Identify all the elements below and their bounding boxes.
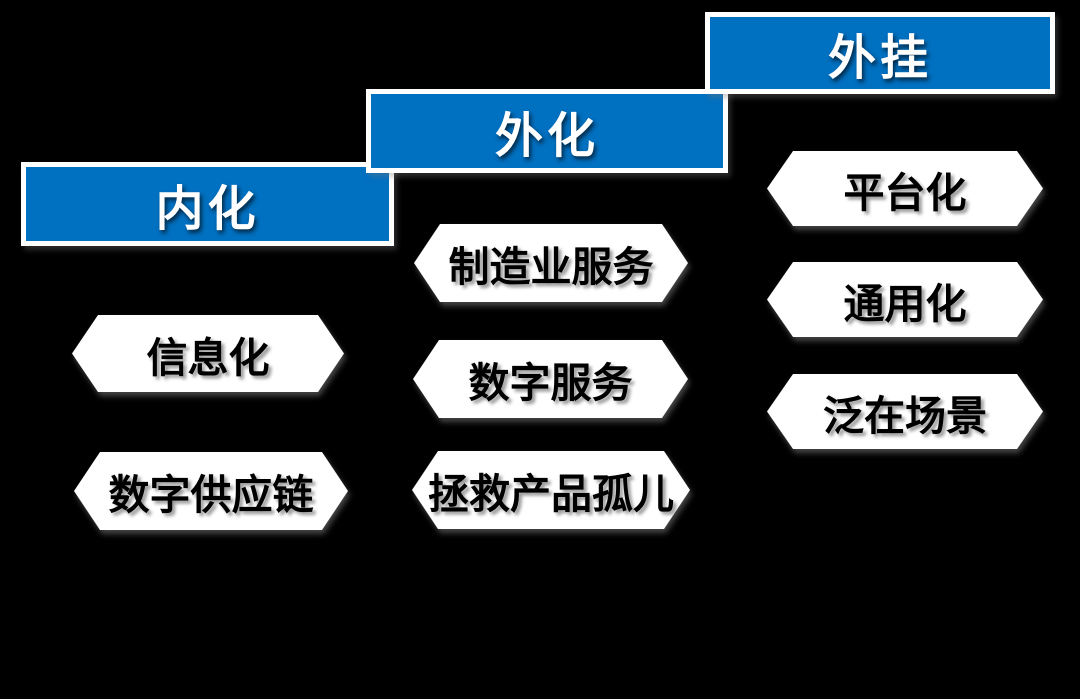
- hexagon-badge: 数字服务: [413, 340, 688, 418]
- badge-label: 泛在场景: [823, 392, 987, 439]
- hexagon-shape: 信息化: [72, 315, 344, 392]
- hexagon-badge: 拯救产品孤儿: [412, 451, 690, 529]
- step-label-waihua: 外化: [494, 110, 599, 163]
- badge-label: 信息化: [146, 334, 270, 381]
- step-label-waigua: 外挂: [827, 32, 932, 85]
- hexagon-badge: 信息化: [72, 315, 344, 392]
- badge-label: 通用化: [843, 280, 967, 327]
- hexagon-badge: 制造业服务: [414, 224, 688, 302]
- hexagon-shape: 数字服务: [413, 340, 688, 418]
- hexagon-badge: 泛在场景: [767, 374, 1043, 449]
- hexagon-shape: 拯救产品孤儿: [412, 451, 690, 529]
- badge-label: 制造业服务: [448, 244, 654, 290]
- badge-label: 数字服务: [468, 360, 633, 406]
- step-bar-neihua: 内化: [21, 162, 394, 246]
- badge-label: 拯救产品孤儿: [428, 471, 674, 517]
- hexagon-shape: 通用化: [767, 262, 1043, 337]
- step-bar-waihua: 外化: [366, 89, 728, 173]
- hexagon-badge: 数字供应链: [74, 452, 348, 530]
- step-label-neihua: 内化: [155, 183, 260, 236]
- badge-label: 数字供应链: [108, 472, 314, 518]
- step-bar-waigua: 外挂: [705, 12, 1055, 94]
- hexagon-badge: 通用化: [767, 262, 1043, 337]
- badge-label: 平台化: [843, 169, 967, 216]
- hexagon-shape: 数字供应链: [74, 452, 348, 530]
- hexagon-shape: 泛在场景: [767, 374, 1043, 449]
- hexagon-shape: 平台化: [767, 151, 1043, 226]
- hexagon-shape: 制造业服务: [414, 224, 688, 302]
- hexagon-badge: 平台化: [767, 151, 1043, 226]
